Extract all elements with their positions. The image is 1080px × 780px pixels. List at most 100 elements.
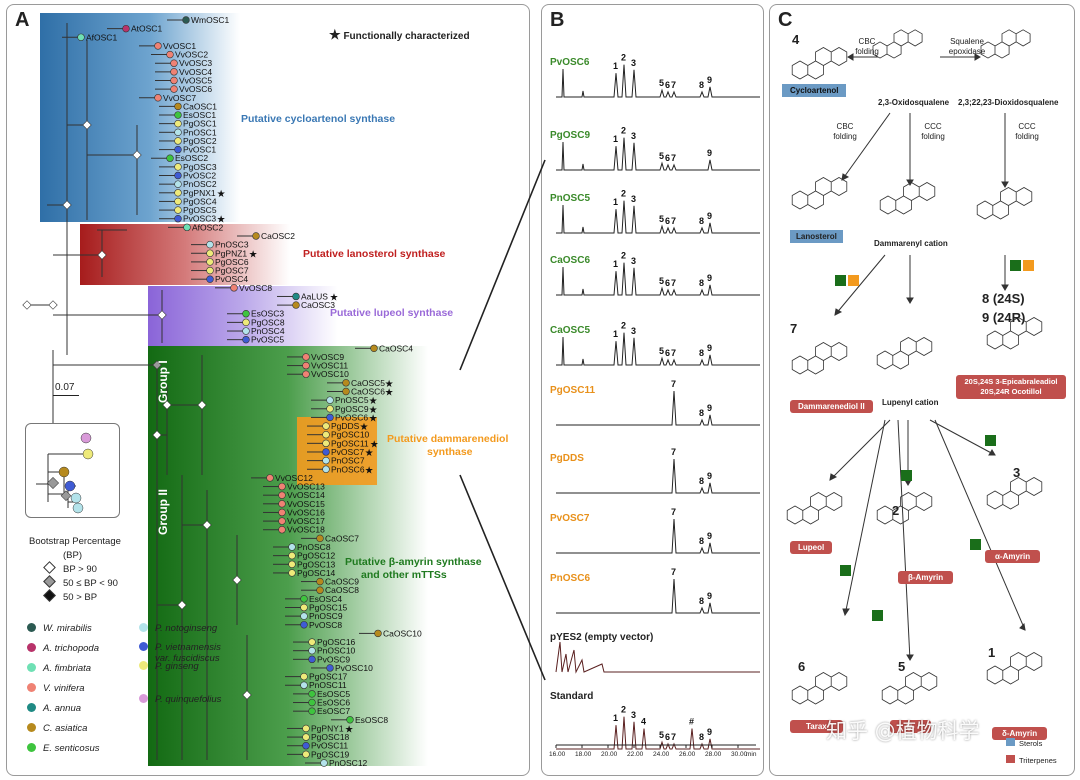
bootstrap-item-mid: 50 ≤ BP < 90 bbox=[25, 575, 121, 591]
trace-line bbox=[556, 458, 760, 494]
tip-label: PvOSC4 bbox=[215, 274, 248, 284]
tip-dot bbox=[174, 171, 182, 180]
peak-label: 1 bbox=[613, 713, 618, 723]
molecule-ring bbox=[879, 182, 936, 215]
psi-taraxasterol-box: ψ- bbox=[890, 720, 931, 733]
tip-dot bbox=[242, 327, 250, 335]
squalene-epoxidase-label: Squalene epoxidase bbox=[948, 37, 986, 56]
diamond-gray-icon bbox=[43, 575, 56, 588]
molecule-ring bbox=[986, 652, 1043, 685]
inset-tree bbox=[36, 432, 94, 514]
peak-label: 8 bbox=[699, 278, 704, 288]
tip-label: EsOSC2 bbox=[175, 153, 208, 163]
tip-dot bbox=[370, 344, 378, 353]
tip-label: VvOSC7 bbox=[163, 93, 196, 103]
peak-label: 7 bbox=[671, 732, 676, 742]
tip-label: PgOSC11 bbox=[331, 438, 369, 448]
tip-label: AfOSC2 bbox=[192, 222, 223, 232]
peak-label: 5 bbox=[659, 276, 664, 286]
tip-dot bbox=[300, 621, 308, 629]
peak-label: 2 bbox=[621, 251, 626, 261]
tip-dot bbox=[242, 335, 250, 344]
tip-label: VvOSC12 bbox=[275, 473, 313, 483]
tip-label: PnOSC8 bbox=[297, 542, 331, 552]
peak-label: 7 bbox=[671, 153, 676, 163]
molecule-ring bbox=[986, 477, 1043, 510]
bootstrap-node bbox=[62, 200, 72, 210]
trace-name: Standard bbox=[550, 691, 593, 702]
tip-dot bbox=[166, 50, 174, 59]
tip-label: CaOSC2 bbox=[261, 231, 295, 241]
molecule-ring bbox=[881, 672, 938, 705]
tip-dot bbox=[122, 24, 130, 33]
molecule-ring bbox=[786, 492, 843, 525]
clade-label-bamyrin-1: Putative β-amyrin synthase bbox=[345, 556, 482, 568]
tip-label: PgOSC6 bbox=[215, 257, 249, 267]
trace-line bbox=[556, 716, 760, 750]
molecule-ring bbox=[791, 672, 848, 705]
tip-dot bbox=[288, 569, 296, 577]
star-icon: ★ bbox=[370, 439, 379, 450]
tip-label: VvOSC10 bbox=[311, 369, 349, 379]
tip-dot bbox=[302, 353, 310, 361]
trace-line bbox=[556, 390, 760, 426]
tip-dot bbox=[174, 189, 182, 197]
trace-line bbox=[556, 64, 760, 98]
bootstrap-node bbox=[202, 520, 212, 530]
species-color-icon bbox=[27, 703, 36, 712]
tip-dot bbox=[206, 258, 214, 266]
species-legend-item: W. mirabilis bbox=[27, 623, 92, 634]
tip-dot bbox=[278, 482, 286, 491]
tip-dot bbox=[242, 318, 250, 327]
tip-dot bbox=[302, 733, 310, 741]
tip-label: PnOSC3 bbox=[215, 240, 249, 250]
trace-line bbox=[555, 641, 760, 674]
tip-dot bbox=[154, 42, 162, 50]
tip-dot bbox=[206, 275, 214, 283]
peak-label: 3 bbox=[631, 131, 636, 141]
peak-label: 8 bbox=[699, 476, 704, 486]
peak-label: 7 bbox=[671, 447, 676, 457]
panel-b-label: B bbox=[550, 9, 565, 31]
species-name: A. annua bbox=[43, 703, 82, 714]
scale-bar-label: 0.07 bbox=[55, 382, 75, 393]
bootstrap-item-low: 50 > BP bbox=[25, 589, 121, 605]
species-name: A. trichopoda bbox=[43, 643, 99, 654]
peak-label: 5 bbox=[659, 151, 664, 161]
star-icon: ★ bbox=[369, 405, 378, 416]
tip-label: PgPNX1 bbox=[183, 188, 216, 198]
peak-label: 1 bbox=[613, 329, 618, 339]
bootstrap-node bbox=[48, 300, 58, 310]
damyrin-box: δ-Amyrin bbox=[992, 727, 1048, 740]
peak-label: 9 bbox=[707, 273, 712, 283]
species-color-icon bbox=[27, 623, 36, 632]
legend-sterols: Sterols bbox=[1006, 738, 1042, 748]
tip-dot bbox=[266, 474, 274, 482]
number-4: 4 bbox=[792, 32, 800, 47]
tip-label: VvOSC16 bbox=[287, 507, 325, 517]
tip-dot bbox=[174, 145, 182, 154]
bootstrap-node bbox=[22, 300, 32, 310]
tip-dot bbox=[300, 595, 308, 603]
trace-line bbox=[556, 518, 760, 554]
peak-label: 8 bbox=[699, 536, 704, 546]
star-icon: ★ bbox=[369, 396, 378, 407]
molecule-ring bbox=[791, 177, 848, 210]
bootstrap-node bbox=[82, 120, 92, 130]
peak-label: 8 bbox=[699, 216, 704, 226]
tip-dot bbox=[322, 456, 330, 465]
tip-label: VvOSC13 bbox=[287, 482, 325, 492]
tip-dot bbox=[322, 439, 330, 448]
tip-dot bbox=[322, 422, 330, 430]
tip-dot bbox=[174, 137, 182, 145]
species-name: V. vinifera bbox=[43, 683, 85, 694]
peak-label: 5 bbox=[659, 730, 664, 740]
ccc-folding-mid: CCC folding bbox=[921, 122, 945, 141]
peak-label: 9 bbox=[707, 531, 712, 541]
trace-name: PvOSC6 bbox=[550, 57, 590, 68]
tip-dot bbox=[230, 284, 238, 292]
bootstrap-node bbox=[152, 430, 162, 440]
tip-label: CaOSC7 bbox=[325, 533, 359, 543]
tip-label: PnOSC10 bbox=[317, 646, 356, 656]
